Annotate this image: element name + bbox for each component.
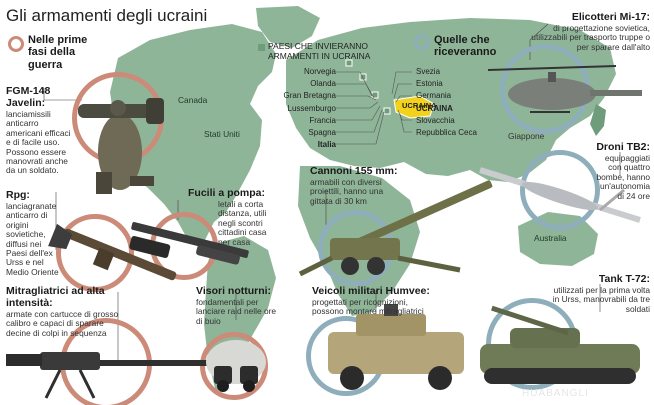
mg-desc: armate con cartucce di grosso calibro e …: [6, 309, 119, 338]
country-left-1: Olanda: [310, 79, 336, 89]
t72-name: Tank T-72:: [598, 273, 650, 285]
north-america-landmass: [110, 24, 276, 248]
shotgun-desc: letali a corta distanza, utili negli sco…: [218, 199, 267, 247]
nv-name: Visori notturni:: [196, 285, 272, 297]
mg-name: Mitragliatrici ad alta intensità:: [6, 285, 105, 309]
map-label-usa: Stati Uniti: [204, 129, 240, 139]
country-right-5: Repubblica Ceca: [416, 128, 477, 138]
humvee-desc: progettati per ricognizioni, possono mon…: [312, 297, 424, 317]
howitzer-cannon-icon: [298, 180, 493, 277]
javelin-desc: lanciamissili anticarro americani effica…: [6, 109, 71, 176]
cannon-name: Cannoni 155 mm:: [310, 165, 398, 177]
javelin-soldier-icon: [78, 98, 164, 194]
country-right-4: Slovacchia: [416, 115, 455, 125]
watermark: HUABANGLI: [522, 388, 589, 399]
country-right-3: UCRAINA: [416, 103, 453, 113]
rpg-desc: lanciagranate anticarro di origini sovie…: [6, 201, 59, 277]
country-connector-lines: [336, 71, 412, 145]
legend-blue-circle-icon: [414, 34, 430, 50]
country-left-5: Spagna: [308, 128, 336, 138]
country-right-1: Estonia: [416, 79, 443, 89]
page-title: Gli armamenti degli ucraini: [6, 6, 208, 25]
map-label-ukraine: UCRAINA: [402, 101, 437, 110]
javelin-name: FGM-148 Javelin:: [6, 85, 51, 109]
nv-desc: fondamentali per lanciare raid nelle ore…: [196, 297, 277, 326]
cannon-desc: armabili con diversi proiettili, hanno u…: [310, 177, 384, 206]
shotgun-name: Fucili a pompa:: [188, 187, 266, 199]
country-left-6: Italia: [317, 140, 336, 150]
legend-later: Quelle che riceveranno: [434, 34, 497, 59]
country-left-3: Lussemburgo: [287, 103, 336, 113]
country-left-2: Gran Bretagna: [283, 91, 336, 101]
country-left-0: Norvegia: [303, 67, 336, 76]
rpg-launcher-icon: [48, 223, 177, 281]
map-label-canada: Canada: [178, 95, 208, 105]
legend-countries: PAESI CHE INVIERANNO ARMAMENTI IN UCRAIN…: [268, 41, 371, 61]
japan-landmass: [590, 104, 606, 136]
ukraine-highlight: [393, 95, 435, 119]
country-right-0: Svezia: [416, 67, 441, 76]
shotgun-icon: [129, 222, 249, 265]
map-label-australia: Australia: [534, 233, 567, 243]
humvee-vehicle-icon: [328, 304, 464, 390]
mi17-desc: di progettazione sovietica, utilizzabili…: [531, 23, 650, 52]
legend-red-circle-icon: [8, 36, 24, 52]
legend-early: Nelle prime fasi della guerra: [28, 34, 88, 71]
rpg-name: Rpg:: [6, 189, 30, 201]
humvee-name: Veicoli militari Humvee:: [312, 285, 430, 297]
map-label-japan: Giappone: [508, 131, 545, 141]
country-right-2: Germania: [416, 91, 452, 101]
mi17-helicopter-icon: [487, 65, 642, 113]
country-left-4: Francia: [309, 115, 336, 125]
tb2-name: Droni TB2:: [596, 141, 650, 153]
machine-gun-icon: [6, 352, 210, 399]
ring-tb2: [520, 150, 600, 230]
legend-country-square-icon: [258, 44, 265, 51]
night-vision-helmet-icon: [206, 340, 266, 392]
greenland-landmass: [256, 6, 320, 48]
ring-rpg: [56, 214, 134, 292]
mi17-name: Elicotteri Mi-17:: [571, 11, 650, 23]
tb2-drone-icon: [479, 167, 641, 223]
tb2-desc: equipaggiati con quattro bombe, hanno un…: [596, 153, 650, 201]
t72-tank-icon: [480, 305, 640, 384]
t72-desc: utilizzati per la prima volta in Urss, m…: [552, 285, 650, 314]
